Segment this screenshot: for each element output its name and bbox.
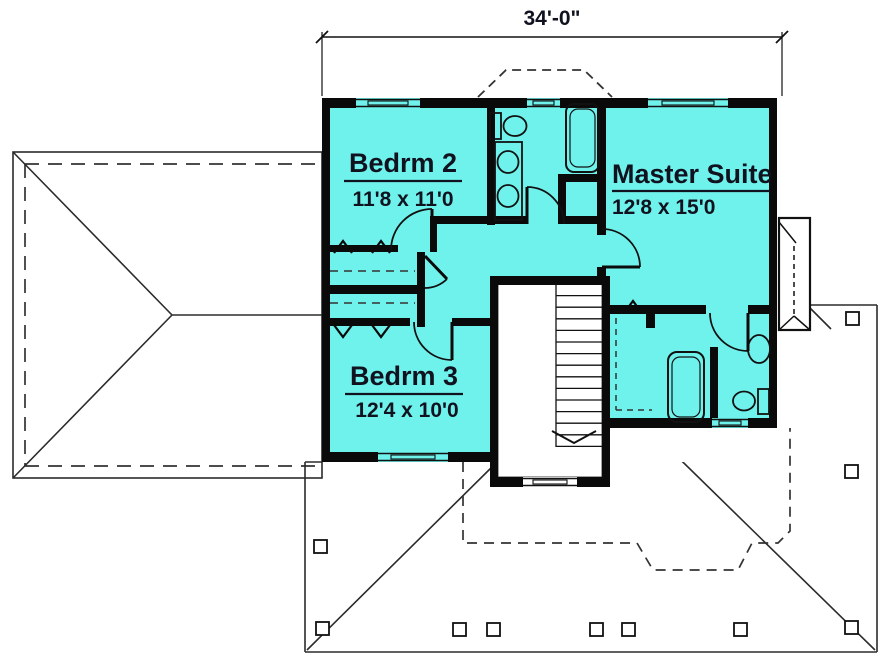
chimney-icon (777, 216, 812, 332)
wall-closet-middle (322, 285, 425, 294)
bedrm2-size: 11'8 x 11'0 (352, 188, 453, 211)
hall-bath-door (525, 186, 565, 225)
wall-tub-niche-west (558, 174, 566, 224)
bedrm3-label: Bedrm 3 (350, 361, 458, 391)
bedrm3-size: 12'4 x 10'0 (355, 399, 458, 422)
wall-bedrm3-north-1 (322, 318, 410, 326)
porch-post (486, 622, 501, 637)
master-suite-door (601, 228, 641, 269)
bay-window-dashed-outline (477, 69, 613, 98)
wall-tub-niche-south (558, 174, 606, 182)
lower-floor-dashed-outline (462, 428, 791, 571)
double-sink-vanity-icon (494, 141, 523, 221)
left-roof (12, 151, 323, 479)
left-roof-overhang-dashed (24, 163, 322, 467)
doors (390, 186, 750, 361)
wall-bedrm3-north-2 (452, 318, 497, 326)
toilet-tank-icon (489, 112, 502, 140)
bedrm2-door (390, 208, 434, 251)
wall-master-west-lower (597, 267, 606, 285)
porch-post (844, 620, 859, 635)
bathtub-inner-line (569, 108, 596, 168)
closet-door (423, 254, 449, 289)
bedrm2-label: Bedrm 2 (349, 148, 457, 178)
master-suite-label: Master Suite (612, 159, 773, 189)
wall-closet-east (417, 252, 425, 327)
walkin-closet-shelves (615, 318, 652, 411)
stairs-down-icon (551, 284, 602, 448)
porch-post (733, 622, 748, 637)
stair-treads (556, 294, 602, 448)
porch-roof-hip-lines (306, 307, 876, 651)
wall-bath-west (487, 98, 495, 225)
closet-shelf-dashes (330, 270, 652, 411)
porch-post (621, 622, 636, 637)
wall-master-west (597, 98, 606, 235)
master-bath-door (709, 312, 750, 352)
bedrm3-door (413, 321, 454, 361)
overall-width-dimension: 34'-0" (524, 7, 581, 30)
dimension-line: 34'-0" (315, 7, 789, 96)
porch-post (844, 464, 859, 479)
master-toilet-tank-icon (757, 388, 770, 415)
bathtub-icon (565, 103, 600, 173)
porch-post (313, 539, 328, 554)
wall-bath-south-2 (558, 216, 606, 224)
wall-break-mark-master (623, 299, 643, 314)
wall-break-marks-up (333, 239, 391, 254)
wall-bedrm2-south (322, 245, 398, 252)
toilet-icon (502, 115, 528, 137)
master-bathtub-inner-line (671, 356, 701, 418)
wall-right (769, 98, 777, 428)
master-bathtub-icon (667, 351, 705, 423)
window-stair-landing (523, 477, 577, 487)
wall-master-bath-divider (710, 347, 718, 423)
stair-down-arrow (551, 430, 597, 445)
porch-posts (313, 311, 860, 637)
porch-post (845, 311, 860, 326)
sink-bowl-icon (496, 150, 520, 174)
porch-post (315, 621, 330, 636)
dimension-extension-lines (321, 32, 783, 96)
wall-left (322, 98, 330, 462)
wall-closet-stub (646, 314, 655, 328)
stairwell-open-area (497, 281, 603, 478)
windows (356, 98, 748, 487)
window-bedrm3-bottom (378, 452, 448, 462)
wall-stair-left (490, 276, 498, 487)
porch-roof (304, 304, 878, 653)
window-bedrm2-top (356, 98, 420, 108)
porch-post (589, 622, 604, 637)
room-labels: Bedrm 2 11'8 x 11'0 Master Suite 12'8 x … (344, 148, 773, 422)
wall-master-south-1 (602, 305, 706, 314)
master-suite-size: 12'8 x 15'0 (612, 196, 715, 219)
sink-bowl-icon (496, 184, 520, 208)
bedroom-closet-shelves (330, 270, 415, 304)
chimney-hatch (778, 221, 811, 331)
hall-bathroom (489, 103, 600, 221)
dimension-tick-marks (315, 30, 789, 44)
window-master-bath-bottom (712, 418, 748, 428)
outside-cutout (602, 428, 777, 462)
window-bay-top (527, 98, 560, 108)
porch-roof-outline (304, 304, 878, 653)
wall-break-marks-down (333, 324, 391, 339)
master-toilet-icon (732, 390, 756, 412)
wall-stair-right (602, 276, 610, 487)
wall-stair-top (497, 276, 610, 285)
wall-bath-south-1 (437, 216, 528, 224)
left-roof-hip-lines (12, 151, 322, 479)
window-master-top (648, 98, 728, 108)
wall-master-south-2 (748, 305, 777, 314)
porch-post (452, 622, 467, 637)
